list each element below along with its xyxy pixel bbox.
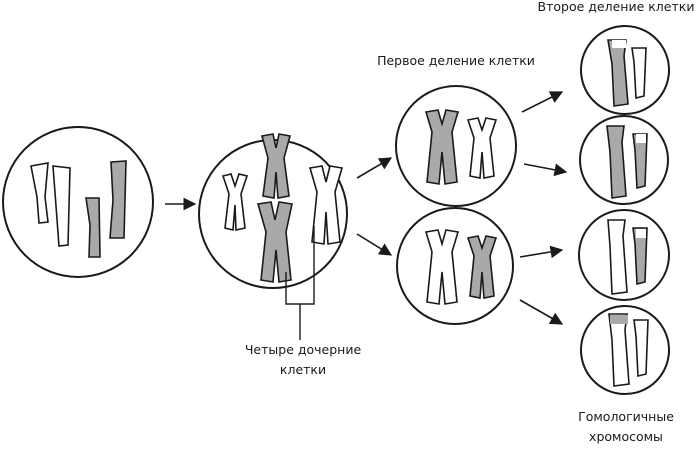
chromosome (632, 227, 648, 286)
second-division-cell-2 (579, 115, 669, 205)
initial-cell (2, 126, 154, 278)
arrow-to-second-division-3 (519, 245, 564, 259)
four-daughter-cells-label: Четыре дочерние клетки (228, 340, 378, 380)
chromosome-pair (466, 235, 498, 299)
first-division-cell-lower (396, 207, 514, 325)
chromosome-pair (424, 109, 460, 185)
chromosome (85, 197, 101, 258)
chromosome (608, 313, 630, 387)
four-daughter-line-2: клетки (279, 362, 327, 377)
chromosome-pair (308, 165, 344, 245)
second-division-label: Второе деление клетки (537, 0, 695, 14)
first-division-label: Первое деление клетки (377, 53, 535, 68)
chromosome-pair (221, 173, 249, 232)
homologous-line-2: хромосомы (589, 429, 663, 444)
second-division-cell-4 (580, 305, 670, 395)
homologous-chromosomes-label: Гомологичные хромосомы (560, 407, 692, 447)
chromosome (109, 160, 127, 239)
chromosome (606, 125, 627, 199)
second-division-cell-1 (580, 25, 670, 115)
chromosome (30, 162, 49, 224)
homologous-line-1: Гомологичные (578, 409, 674, 424)
chromosome-pair (260, 133, 292, 199)
chromosome-pair (424, 229, 460, 305)
chromosome (633, 319, 649, 378)
arrow-to-second-division-4 (519, 299, 564, 325)
four-daughter-line-1: Четыре дочерние (244, 342, 362, 357)
arrow-to-upper-first-division (356, 157, 393, 179)
arrow-to-second-division-1 (521, 91, 564, 113)
second-division-cell-3 (578, 209, 670, 301)
chromosome-pair (466, 117, 498, 179)
chromosome-pair (256, 201, 293, 283)
chromosome (607, 219, 628, 295)
arrow-to-lower-first-division (356, 233, 393, 256)
arrow-to-second-division-2 (523, 163, 568, 177)
chromosome (631, 47, 647, 100)
chromosome (52, 165, 71, 247)
replicated-cell (198, 133, 348, 340)
first-division-cell-upper (395, 85, 517, 207)
